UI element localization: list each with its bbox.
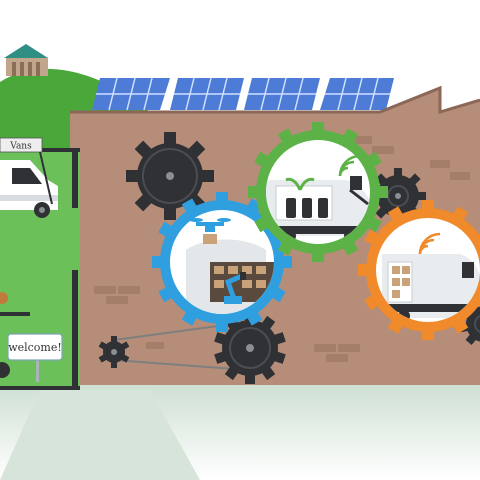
drone-icon: [189, 218, 231, 244]
gear-icon: [98, 336, 130, 368]
vans-sign-label: Vans: [9, 142, 32, 152]
solar-panel-icon: [92, 77, 170, 111]
garage-items: [0, 292, 30, 378]
welcome-sign: welcome!: [7, 333, 63, 382]
welcome-sign-label: welcome!: [8, 341, 62, 354]
gear-icon: [126, 132, 214, 220]
van-seats: [286, 198, 328, 218]
solar-panel-icon: [320, 77, 394, 111]
parcel-shelves: [392, 266, 410, 298]
solar-panel-icon: [244, 77, 320, 111]
gear-icon: [214, 312, 286, 384]
plant-icon: [285, 177, 315, 191]
robot-arm-icon: [224, 272, 246, 304]
solar-panel-icon: [170, 77, 244, 111]
van-interior-gear: [248, 122, 388, 262]
roof-edge: [70, 85, 480, 115]
ground-path: [0, 390, 200, 480]
van-icon: [0, 151, 58, 218]
house-icon: [4, 44, 48, 76]
wifi-signal-icon: [418, 232, 441, 255]
delivery-van-gear: [358, 200, 480, 340]
solar-panels: [92, 77, 394, 111]
vans-sign: Vans: [0, 137, 43, 153]
wifi-signal-icon: [338, 154, 361, 177]
gear-icon: [370, 168, 426, 224]
